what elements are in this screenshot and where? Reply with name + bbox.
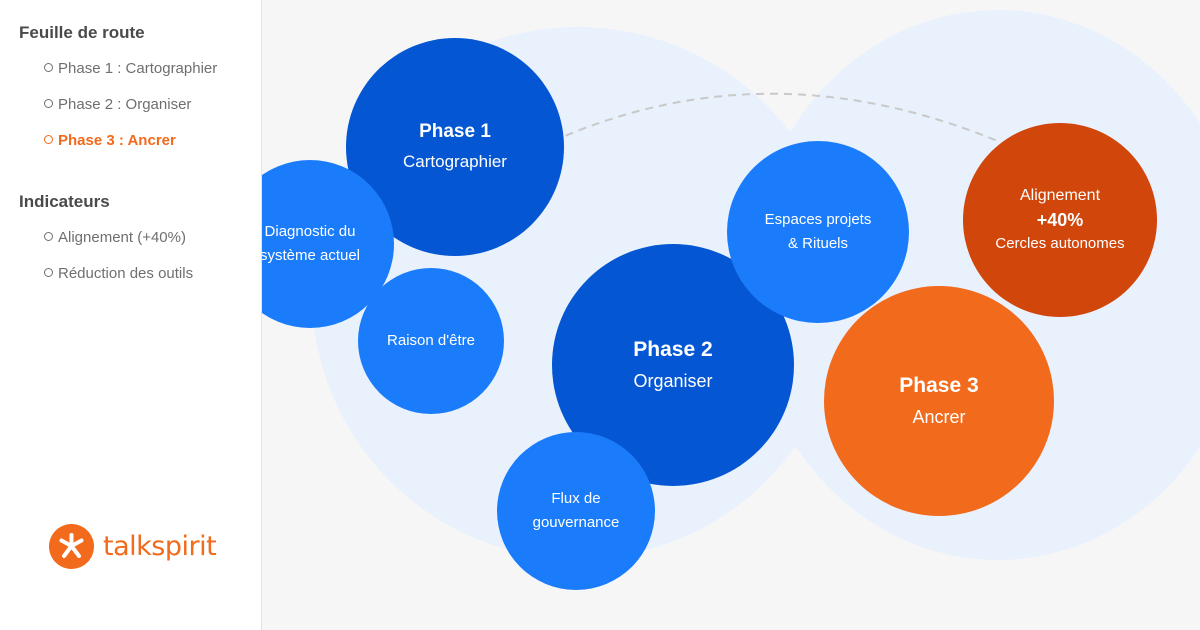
phase-1-subtitle: Cartographier bbox=[403, 152, 507, 171]
circle-bullet-icon bbox=[44, 63, 53, 72]
diagnostic-line-1: Diagnostic du bbox=[264, 223, 356, 240]
sidebar-item-phase-1[interactable]: Phase 1 : Cartographier bbox=[44, 60, 217, 77]
sidebar-item-phase-3[interactable]: Phase 3 : Ancrer bbox=[44, 132, 176, 149]
asterisk-logo-icon bbox=[49, 524, 94, 569]
sidebar-item-reduction-outils[interactable]: Réduction des outils bbox=[44, 265, 193, 282]
sidebar-item-label: Alignement (+40%) bbox=[58, 229, 186, 246]
flux-gouvernance-bubble[interactable]: Flux de gouvernance bbox=[497, 432, 655, 590]
circle-bullet-icon bbox=[44, 268, 53, 277]
raison-detre-label: Raison d'être bbox=[387, 332, 475, 349]
circle-bullet-icon bbox=[44, 135, 53, 144]
sidebar-item-phase-2[interactable]: Phase 2 : Organiser bbox=[44, 96, 191, 113]
sidebar-item-label: Réduction des outils bbox=[58, 265, 194, 282]
alignement-bubble[interactable]: Alignement +40% Cercles autonomes bbox=[963, 123, 1157, 317]
sidebar: Feuille de route Phase 1 : Cartographier… bbox=[0, 0, 262, 630]
alignement-value: +40% bbox=[1036, 210, 1084, 230]
circle-bullet-icon bbox=[44, 99, 53, 108]
logo-text: talkspirit bbox=[103, 531, 217, 562]
phase-3-subtitle: Ancrer bbox=[912, 407, 966, 427]
alignement-line-1: Alignement bbox=[1019, 187, 1101, 204]
sidebar-item-alignement[interactable]: Alignement (+40%) bbox=[44, 229, 186, 246]
indicators-title: Indicateurs bbox=[19, 192, 110, 211]
phase-3-bubble[interactable]: Phase 3 Ancrer bbox=[824, 286, 1054, 516]
circle-bullet-icon bbox=[44, 232, 53, 241]
phase-2-title: Phase 2 bbox=[633, 338, 713, 361]
alignement-line-3: Cercles autonomes bbox=[995, 235, 1125, 252]
raison-detre-bubble[interactable]: Raison d'être bbox=[358, 268, 504, 414]
espaces-line-2: & Rituels bbox=[787, 235, 849, 252]
flux-line-1: Flux de bbox=[551, 490, 601, 507]
phase-3-title: Phase 3 bbox=[899, 374, 979, 397]
sidebar-item-label: Phase 2 : Organiser bbox=[58, 96, 192, 113]
espaces-line-1: Espaces projets bbox=[764, 211, 872, 228]
phase-1-title: Phase 1 bbox=[419, 121, 491, 142]
roadmap-title: Feuille de route bbox=[19, 23, 145, 42]
diagnostic-line-2: système actuel bbox=[262, 247, 361, 264]
diagram-stage: Phase 1 Cartographier Diagnostic du syst… bbox=[262, 0, 1200, 630]
sidebar-item-label: Phase 1 : Cartographier bbox=[58, 60, 218, 77]
espaces-projets-bubble[interactable]: Espaces projets & Rituels bbox=[727, 141, 909, 323]
talkspirit-logo[interactable]: talkspirit bbox=[49, 524, 217, 569]
flux-line-2: gouvernance bbox=[532, 514, 620, 531]
phase-2-subtitle: Organiser bbox=[633, 371, 713, 391]
sidebar-item-label: Phase 3 : Ancrer bbox=[58, 132, 176, 149]
